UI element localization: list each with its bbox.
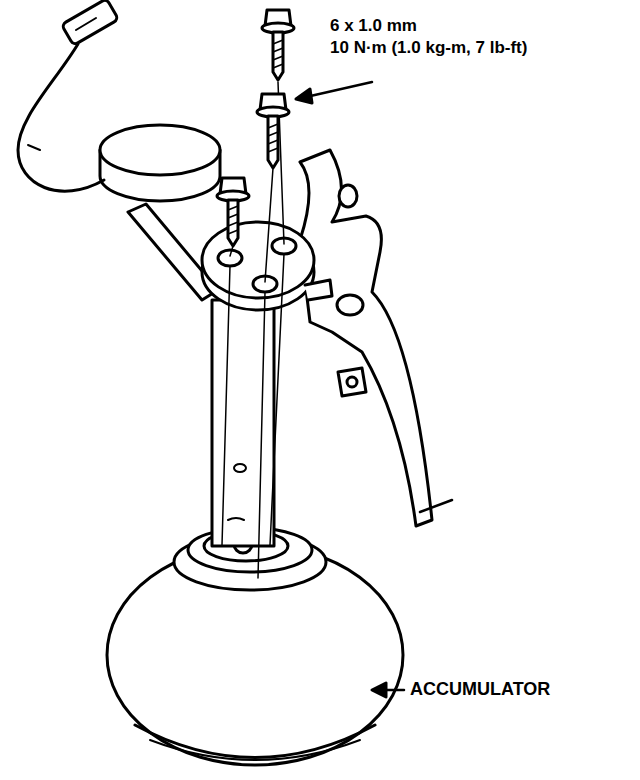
mounting-flange — [202, 222, 332, 310]
alignment-line — [265, 168, 273, 282]
leader-arrow — [296, 82, 372, 103]
dimension-label: 6 x 1.0 mm — [330, 16, 417, 36]
torque-label: 10 N·m (1.0 kg-m, 7 lb-ft) — [330, 38, 527, 58]
mounting-flange — [218, 250, 242, 266]
leader-arrow — [372, 683, 386, 697]
part-name: ACCUMULATOR — [410, 679, 550, 700]
bolt — [228, 206, 238, 234]
mounting-flange — [202, 222, 314, 298]
mounting-bracket — [347, 377, 357, 387]
alignment-line — [222, 82, 284, 578]
pressure-switch — [28, 145, 40, 150]
mounting-bracket — [339, 185, 357, 207]
leader-arrow — [296, 89, 312, 103]
bolt — [257, 94, 289, 168]
mounting-shaft — [212, 300, 274, 546]
bolt — [262, 10, 294, 80]
bolt — [273, 40, 283, 68]
pressure-switch — [76, 18, 96, 30]
pressure-switch — [100, 125, 220, 175]
mounting-bracket — [300, 150, 432, 526]
pressure-switch — [18, 44, 104, 191]
mounting-bracket — [337, 295, 363, 315]
mounting-shaft — [234, 464, 246, 472]
alignment-line — [222, 266, 230, 545]
alignment-line — [258, 292, 265, 578]
mounting-bracket — [338, 368, 366, 396]
bolt — [268, 124, 278, 152]
leader-arrow — [306, 82, 372, 97]
alignment-line — [230, 246, 233, 256]
accumulator-sphere — [150, 740, 360, 760]
mounting-shaft — [212, 300, 274, 546]
bolt — [217, 178, 249, 246]
accumulator-sphere — [135, 725, 375, 758]
leader-arrow — [372, 683, 404, 697]
mounting-flange — [305, 280, 332, 300]
pressure-switch — [18, 0, 220, 201]
mounting-bracket — [300, 150, 452, 526]
mounting-shaft — [228, 518, 244, 520]
bolt — [228, 200, 238, 246]
alignment-line — [270, 254, 284, 545]
mounting-bracket — [420, 500, 452, 512]
bolt — [273, 32, 283, 80]
bolt — [268, 116, 278, 168]
pressure-switch — [61, 0, 118, 45]
